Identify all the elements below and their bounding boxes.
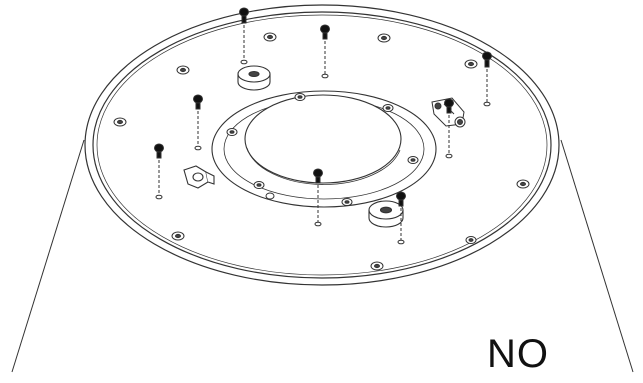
plate-hole [263, 32, 277, 42]
screw-callout [482, 51, 492, 107]
screw-callout [320, 24, 330, 79]
screw-callout [193, 94, 203, 151]
ring-hole [382, 104, 394, 112]
plate-hole [464, 59, 478, 69]
screw-callout [313, 168, 323, 227]
plate-hole [176, 65, 190, 75]
screw-callout [239, 7, 249, 65]
ring-hole [226, 128, 238, 136]
cylinder-left-edge [11, 139, 85, 373]
plate-hole [171, 231, 185, 241]
cylinder-right-edge [560, 139, 634, 373]
verdict-label: NO [487, 332, 549, 376]
plate-hole [465, 236, 477, 244]
plate-hole [377, 33, 391, 43]
ring-hole [253, 181, 265, 189]
plate-holes [113, 32, 530, 271]
screw-callout [396, 191, 406, 245]
rubber-bumper-bottom [368, 200, 404, 228]
rubber-bumper-top [237, 65, 271, 91]
ring-hole [265, 192, 275, 200]
screw-callout [444, 98, 454, 159]
ring-hole [341, 198, 353, 206]
plate-hole [113, 117, 127, 127]
cable-clip [183, 165, 215, 189]
center-opening-shadow [246, 147, 401, 185]
ring-hole [294, 93, 306, 101]
screw-callout [154, 143, 164, 200]
screw-callouts [154, 7, 492, 245]
plate-hole [516, 179, 530, 189]
ring-hole [407, 156, 419, 164]
cylinder-body [11, 139, 634, 373]
plate-hole [370, 261, 384, 271]
center-ring [211, 90, 437, 208]
center-opening [244, 94, 402, 184]
